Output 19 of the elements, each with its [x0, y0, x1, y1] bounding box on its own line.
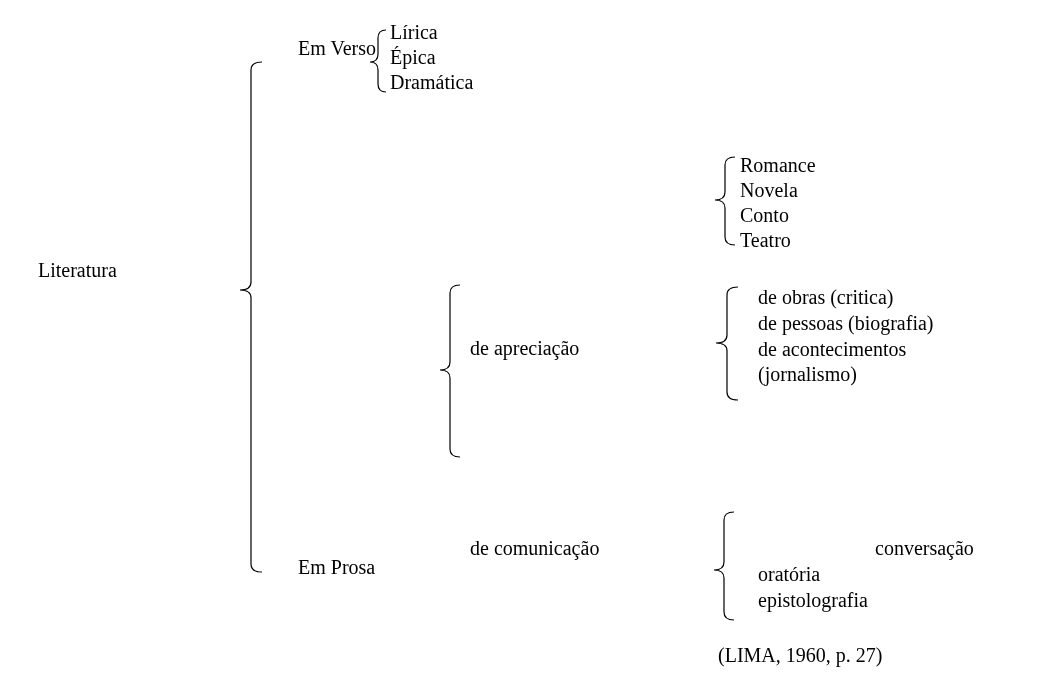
category-label: de obras (critica): [758, 285, 894, 310]
category-label: Em Prosa: [298, 555, 376, 580]
category-label: Teatro: [740, 228, 791, 253]
category-label: Conto: [740, 203, 789, 228]
category-label: conversação: [875, 536, 974, 561]
category-label: Novela: [740, 178, 798, 203]
category-label: Lírica: [390, 20, 438, 45]
category-label: de acontecimentos (jornalismo): [758, 337, 908, 387]
category-label: de pessoas (biografia): [758, 311, 934, 336]
source-citation: (LIMA, 1960, p. 27): [718, 643, 883, 668]
category-label: Em Verso: [298, 36, 376, 61]
category-label: de comunicação: [470, 536, 600, 561]
category-label: oratória: [758, 562, 821, 587]
category-label: de apreciação: [470, 336, 580, 361]
category-label: Romance: [740, 153, 816, 178]
category-label: Épica: [390, 45, 436, 70]
category-label: epistolografia: [758, 588, 868, 613]
category-label: Literatura: [38, 258, 117, 283]
category-label: Dramática: [390, 70, 474, 95]
